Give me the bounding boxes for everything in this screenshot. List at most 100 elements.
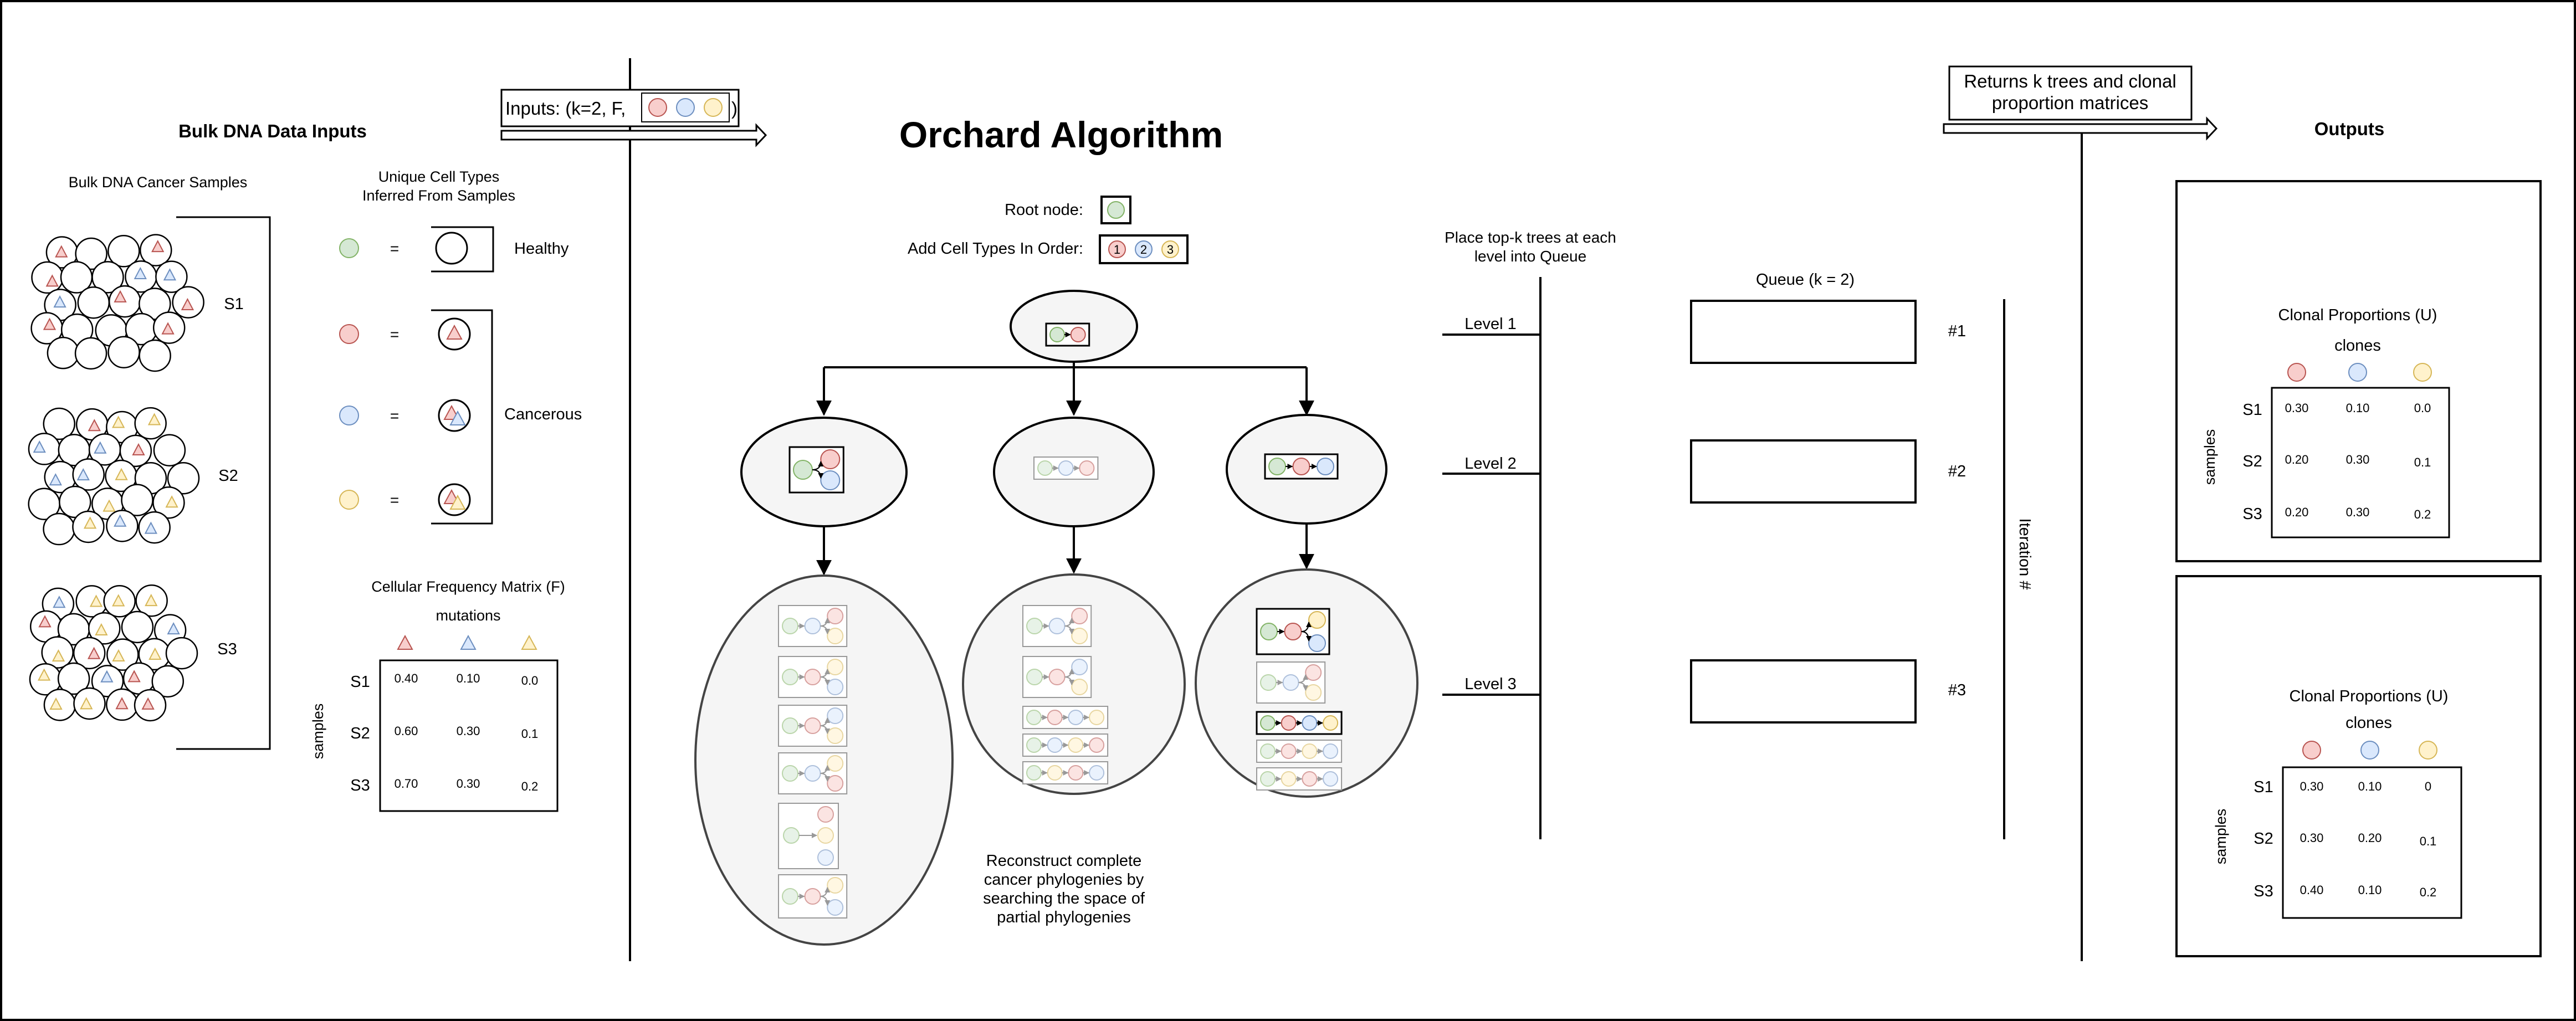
queue-box-2 — [1690, 439, 1917, 504]
node-icon — [1089, 710, 1105, 725]
cell-icon — [91, 261, 124, 294]
root-node-icon — [1107, 201, 1125, 219]
root-node-label: Root node: — [1005, 201, 1083, 219]
freq-matrix: S1 S2 S3 0.40 0.10 0.0 0.60 0.30 0.1 0.7… — [350, 671, 538, 794]
node-icon — [1058, 460, 1074, 476]
samples-bracket — [176, 216, 271, 750]
mutation-icon — [103, 499, 116, 512]
mutation-icon — [95, 623, 108, 636]
input-blue-icon — [676, 98, 695, 117]
mutation-icon — [52, 649, 65, 662]
returns-line: proportion matrices — [1992, 93, 2148, 113]
freq-row-label: S1 — [350, 673, 370, 691]
output-row-label: S3 — [2242, 505, 2262, 523]
node-icon — [804, 765, 821, 782]
cell-icon — [72, 458, 105, 491]
linear-tree — [1264, 453, 1339, 480]
cell-icon — [73, 637, 106, 670]
linear-tree — [1045, 322, 1090, 347]
iteration-number: #1 — [1948, 322, 1966, 340]
cell-icon — [57, 662, 90, 695]
mutation-icon — [114, 290, 127, 302]
outputs-section: Outputs Clonal Proportions (U) clones sa… — [2175, 119, 2542, 957]
queue-section: Place top-k trees at each level into Que… — [1442, 229, 2034, 839]
mutation-red-icon — [397, 634, 413, 650]
freq-cell: 0.10 — [457, 671, 480, 685]
node-icon — [820, 470, 841, 490]
level-label: Level 2 — [1464, 455, 1517, 473]
node-icon — [1071, 659, 1088, 675]
freq-cell: 0.1 — [521, 727, 539, 741]
output-cell: 0.40 — [2300, 883, 2324, 897]
node-icon — [1071, 628, 1088, 644]
freq-samples-axis: samples — [310, 704, 326, 760]
node-icon — [1068, 737, 1084, 753]
output-cell: 0 — [2425, 779, 2431, 793]
mutation-blue-icon — [460, 634, 477, 650]
mutation-icon — [181, 297, 194, 311]
input-red-icon — [648, 98, 667, 117]
clonal-title: Clonal Proportions (U) — [2278, 306, 2437, 324]
mutation-icon — [53, 295, 66, 308]
node-icon — [804, 669, 821, 685]
left-section: Bulk DNA Data Inputs Bulk DNA Cancer Sam… — [28, 121, 582, 812]
node-icon — [827, 899, 844, 916]
cell-icon — [151, 665, 185, 698]
orchard-title: Orchard Algorithm — [899, 114, 1223, 155]
order-blue-icon — [1135, 240, 1153, 258]
mutation-icon — [134, 266, 147, 279]
linear-tree — [1022, 733, 1109, 757]
mutation-icon — [144, 521, 158, 534]
freq-cell: 0.70 — [395, 777, 418, 791]
clone-red-icon — [2287, 363, 2306, 382]
linear-tree — [1022, 761, 1109, 784]
cell-icon — [28, 433, 61, 465]
mutation-icon — [53, 596, 66, 608]
node-icon — [782, 717, 798, 734]
healthy-label: Healthy — [514, 240, 569, 258]
mutation-icon — [43, 317, 57, 330]
node-icon — [1260, 623, 1278, 640]
node-icon — [782, 888, 798, 905]
output-cell: 0.10 — [2358, 883, 2382, 897]
iteration-number: #2 — [1948, 463, 1966, 480]
freq-row-label: S3 — [350, 777, 370, 794]
branching-tree — [788, 446, 844, 494]
node-icon — [827, 608, 844, 624]
sample-name-s1: S1 — [224, 295, 243, 313]
cell-icon — [139, 288, 171, 320]
node-icon — [1026, 710, 1042, 725]
node-icon — [827, 877, 844, 894]
freq-cell: 0.60 — [395, 724, 418, 738]
freq-title: Cellular Frequency Matrix (F) — [371, 578, 565, 595]
node-icon — [1282, 674, 1299, 691]
add-cell-types-label: Add Cell Types In Order: — [908, 240, 1083, 258]
cell-icon — [121, 610, 154, 644]
mutation-icon — [145, 593, 158, 607]
output-cell: 0.30 — [2346, 505, 2370, 519]
freq-cell: 0.30 — [457, 777, 480, 791]
reconstruct-line: partial phylogenies — [997, 909, 1131, 926]
node-icon — [782, 765, 798, 782]
cancer-cell-yellow-icon — [438, 483, 471, 516]
mutation-icon — [147, 413, 161, 425]
order-number: 1 — [1114, 243, 1120, 256]
order-yellow-icon — [1161, 240, 1179, 258]
node-icon — [1323, 771, 1339, 787]
mutation-icon — [37, 668, 51, 681]
node-icon — [1037, 460, 1053, 476]
linear-tree — [1022, 706, 1109, 729]
node-icon — [1260, 715, 1276, 731]
freq-cell: 0.0 — [521, 674, 539, 687]
branching-tree — [1022, 605, 1092, 647]
node-icon — [1047, 737, 1063, 753]
cancer-cell-blue-icon — [438, 399, 471, 432]
branching-tree — [1256, 661, 1326, 704]
node-icon — [827, 707, 844, 724]
red-cell-icon — [339, 324, 359, 344]
output-cell: 0.30 — [2346, 453, 2370, 466]
order-red-icon — [1108, 240, 1126, 258]
mutation-icon — [115, 697, 129, 710]
node-icon — [1268, 458, 1286, 475]
output-cell: 0.2 — [2420, 885, 2437, 899]
